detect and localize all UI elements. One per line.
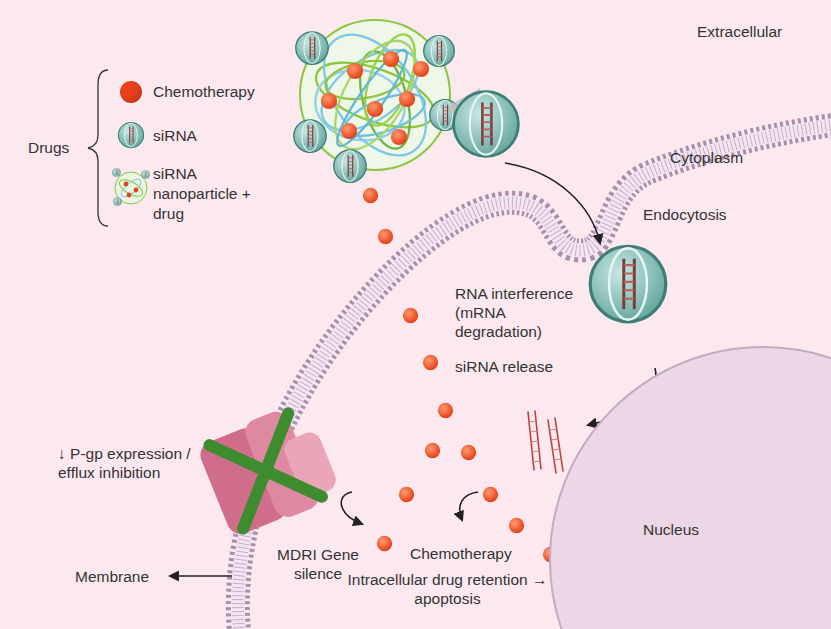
annotation-label: ↓ P-gp expression / efflux inhibition bbox=[58, 444, 223, 482]
nucleus-shape bbox=[550, 347, 831, 629]
annotation-label: Intracellular drug retention → apoptosis bbox=[340, 570, 555, 608]
nucleus-circle: Nucleus bbox=[548, 345, 831, 629]
annotation-label: Endocytosis bbox=[643, 205, 763, 224]
legend-text: siRNA nanoparticle + drug bbox=[153, 164, 258, 224]
sirna-strands bbox=[528, 411, 563, 473]
nanoparticle-sample bbox=[112, 168, 149, 205]
annotation-label: Drugs bbox=[28, 138, 88, 157]
sirna-nanoparticle bbox=[294, 16, 519, 182]
annotation-label: Cytoplasm bbox=[670, 148, 790, 167]
endocytic-vesicle bbox=[590, 246, 666, 322]
legend-text: Chemotherapy bbox=[153, 82, 283, 102]
legend-swatch bbox=[120, 81, 142, 103]
pgp-transporter bbox=[195, 399, 343, 540]
annotation-label: RNA interference (mRNA degradation) bbox=[455, 284, 590, 341]
legend-text: siRNA bbox=[153, 126, 283, 146]
annotation-label: siRNA release bbox=[455, 357, 585, 376]
nucleus-outline bbox=[548, 345, 831, 629]
annotation-label: Chemotherapy bbox=[410, 544, 530, 563]
annotation-label: Membrane bbox=[75, 567, 165, 586]
sirna-sample bbox=[118, 122, 143, 147]
annotation-label: Extracellular bbox=[697, 22, 817, 41]
legend-bracket bbox=[88, 70, 108, 226]
node-text: Nucleus bbox=[643, 520, 699, 539]
